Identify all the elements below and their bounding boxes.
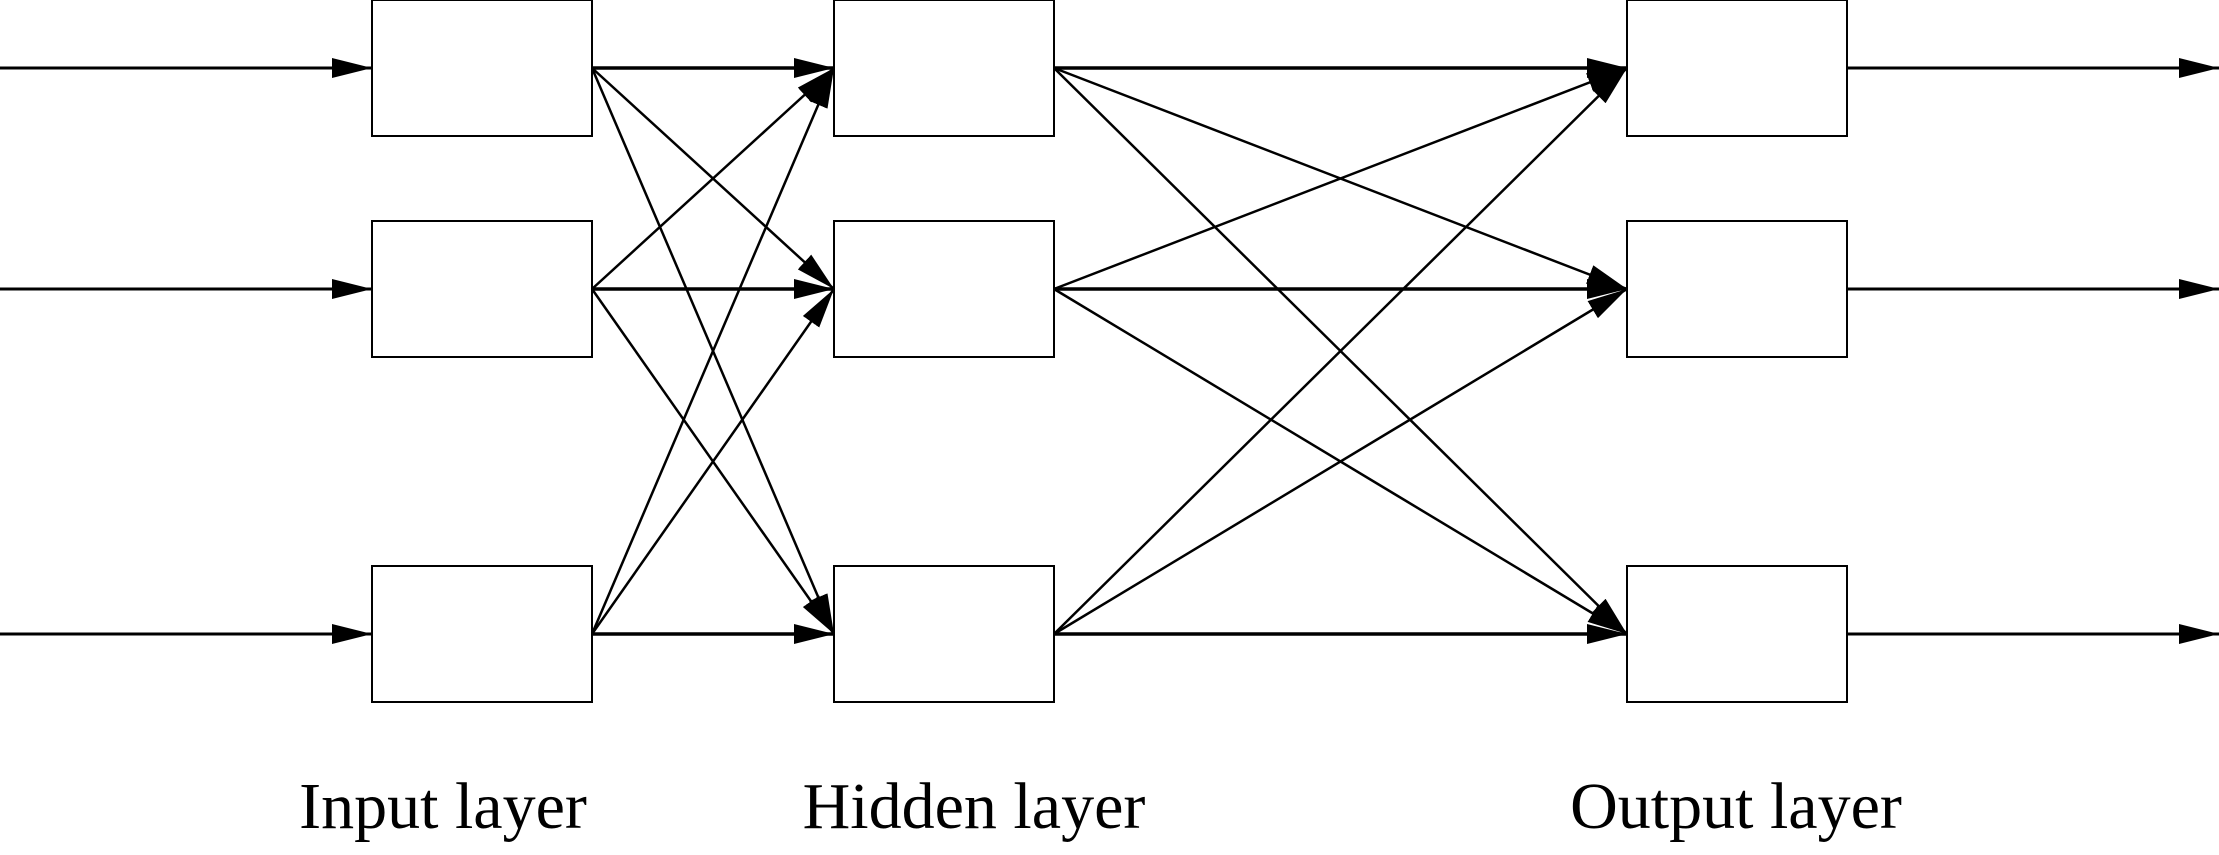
output-node-2: [1626, 220, 1848, 358]
connection-arrows: [590, 58, 1628, 644]
connection-input3-hidden2: [590, 288, 836, 635]
hidden-layer-label: Hidden layer: [803, 770, 1146, 843]
external-input-arrows: [0, 58, 372, 644]
hidden-node-3: [833, 565, 1055, 703]
output-node-3: [1626, 565, 1848, 703]
input-layer-label: Input layer: [299, 770, 587, 843]
connection-input3-hidden1: [590, 67, 836, 635]
connection-hidden3-output2: [1053, 287, 1628, 636]
external-output-arrows: [1847, 58, 2219, 644]
connection-hidden2-output1: [1053, 66, 1628, 291]
input-node-1: [371, 0, 593, 137]
input-node-3: [371, 565, 593, 703]
connection-hidden3-output1: [1053, 67, 1628, 635]
hidden-node-2: [833, 220, 1055, 358]
hidden-node-1: [833, 0, 1055, 137]
output-layer-label: Output layer: [1570, 770, 1902, 843]
connection-input2-hidden1: [591, 67, 835, 290]
output-node-1: [1626, 0, 1848, 137]
layer-nodes: [371, 0, 1848, 703]
input-node-2: [371, 220, 593, 358]
